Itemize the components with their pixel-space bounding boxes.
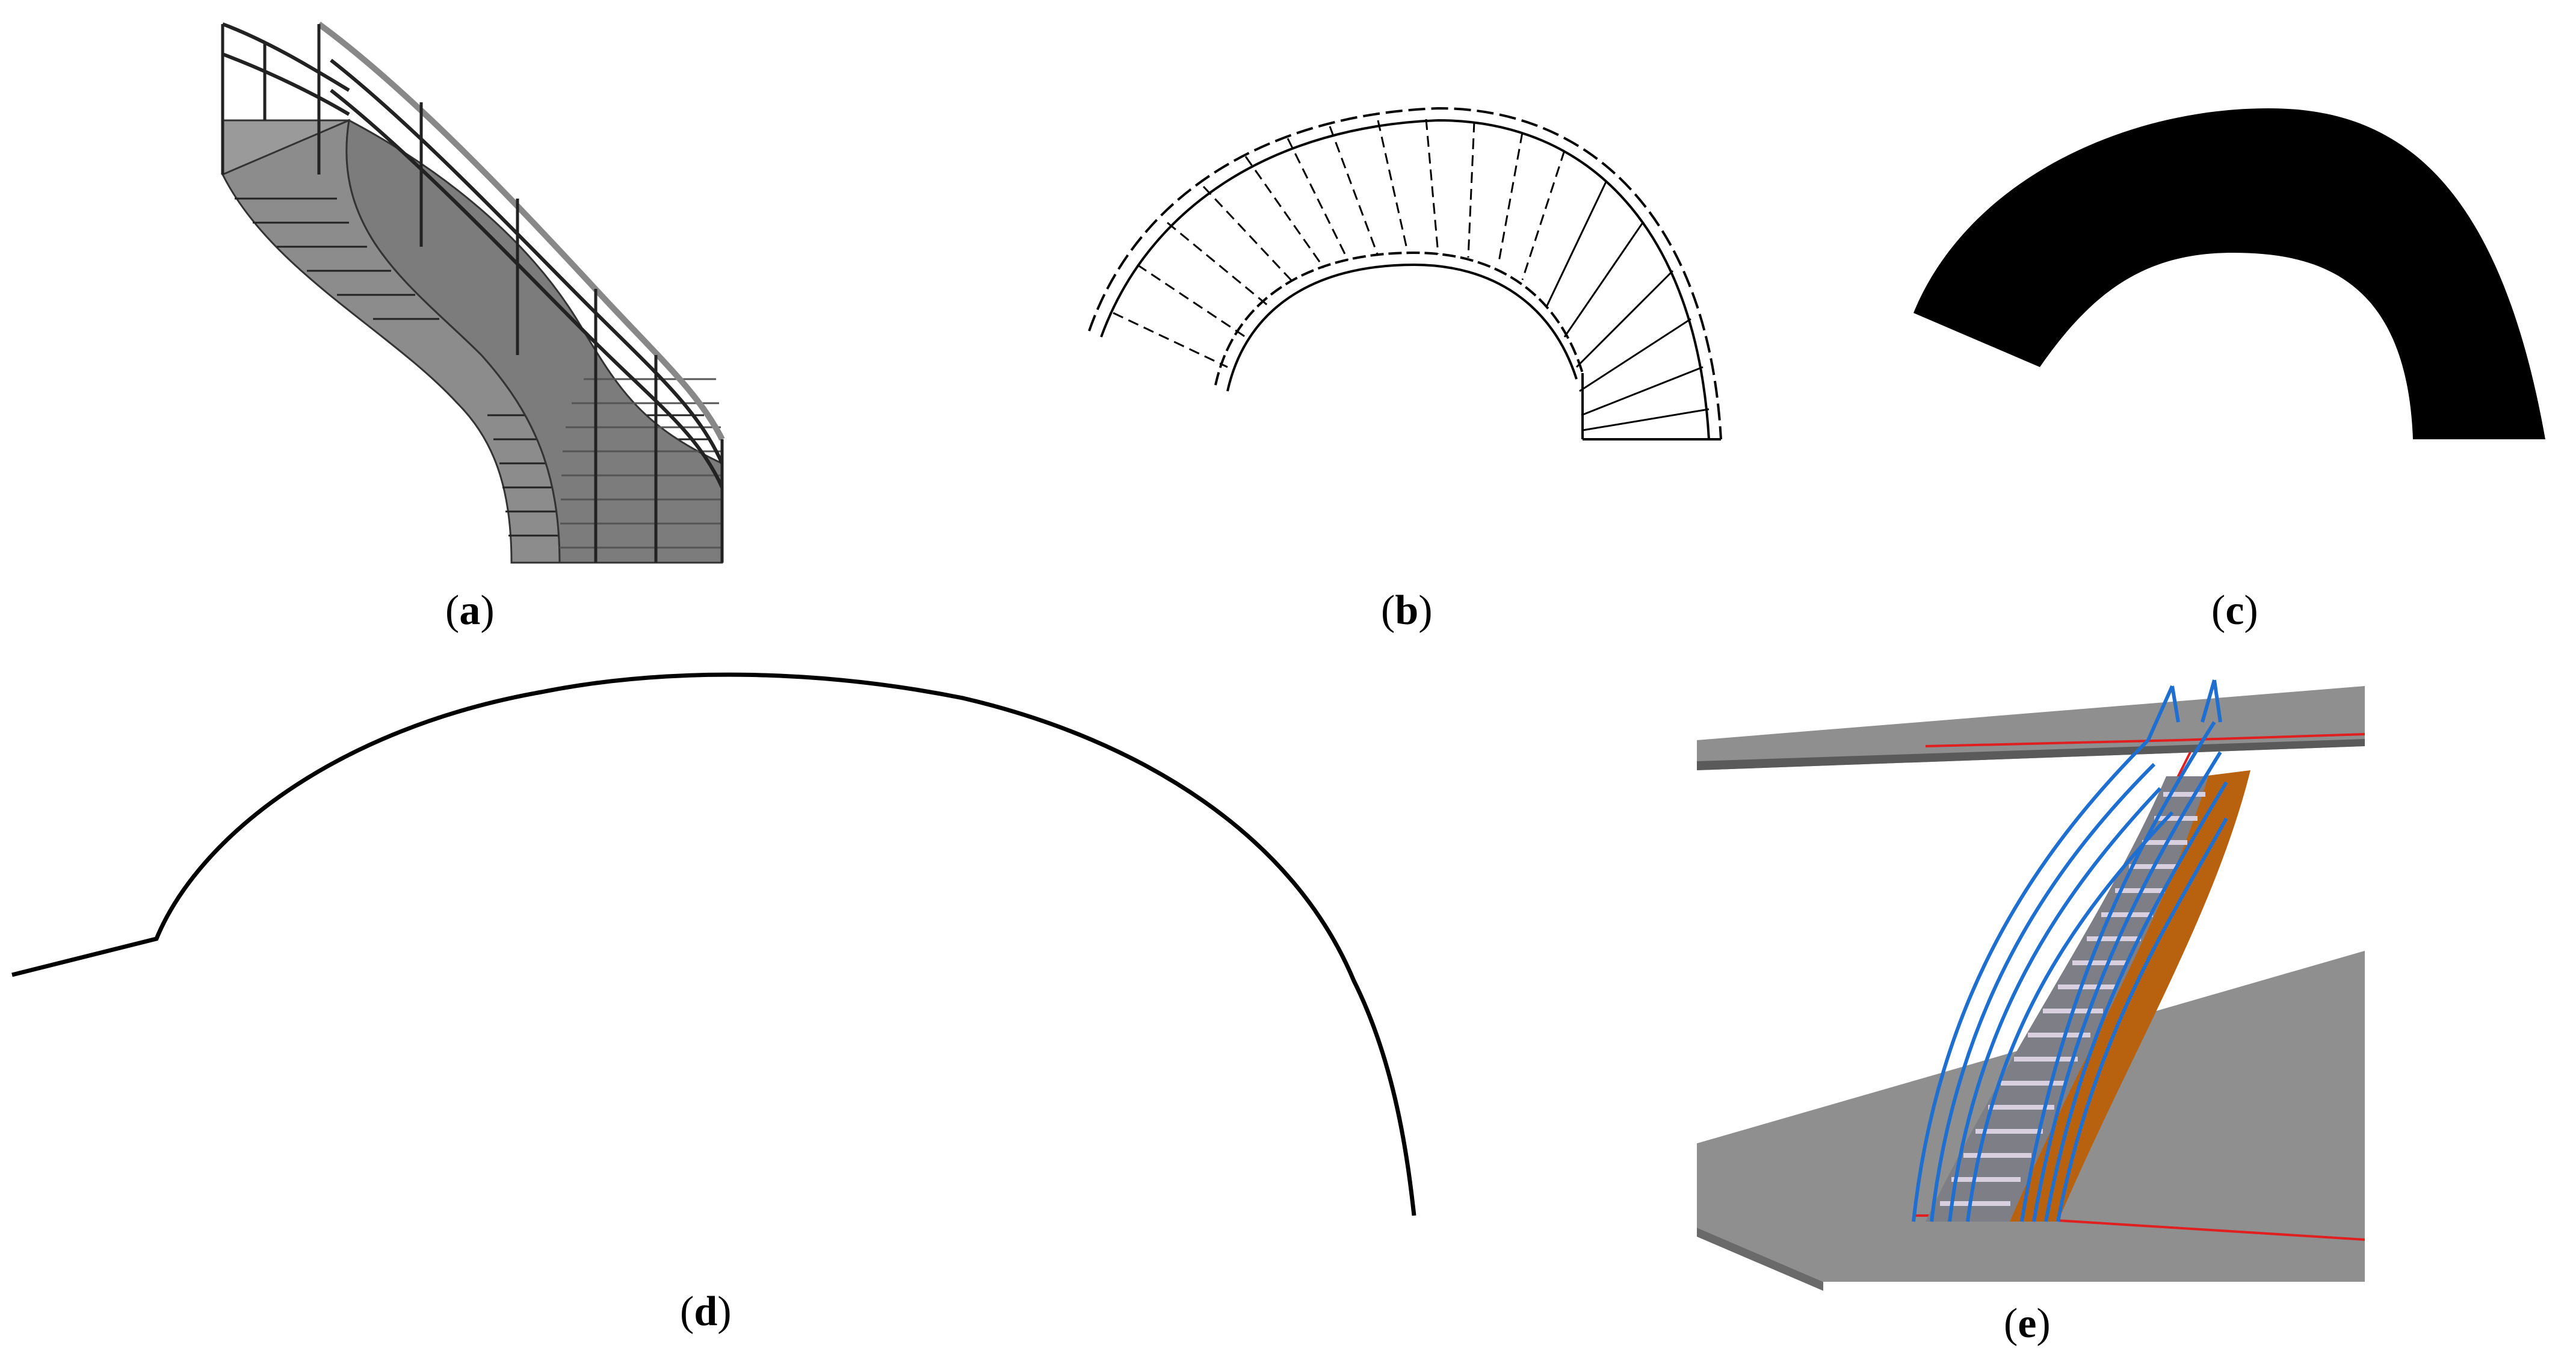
panel-a-stair-3d-render	[199, 18, 752, 572]
caption-a-letter: a	[459, 587, 481, 634]
caption-c: (c)	[2211, 587, 2258, 634]
boundary-curve-drawing	[11, 672, 1416, 1216]
caption-b-letter: b	[1395, 587, 1419, 634]
panel-e-stair-bim-model	[1697, 662, 2365, 1300]
caption-e-letter: e	[2018, 1300, 2037, 1347]
caption-d: (d)	[680, 1288, 732, 1335]
caption-b: (b)	[1381, 587, 1433, 634]
panel-d-stair-boundary-curve	[0, 644, 1444, 1234]
stair-3d-drawing	[221, 21, 725, 564]
caption-c-letter: c	[2225, 587, 2244, 634]
panel-c-stair-binary-mask	[1895, 96, 2563, 457]
caption-a: (a)	[445, 587, 495, 634]
bim-model-drawing	[1697, 679, 2365, 1291]
panel-b-stair-plan-view	[1077, 102, 1745, 451]
stair-plan-drawing	[1088, 107, 1722, 440]
caption-e: (e)	[2004, 1300, 2051, 1347]
caption-d-letter: d	[694, 1288, 718, 1335]
stair-mask-shape	[1913, 108, 2545, 439]
